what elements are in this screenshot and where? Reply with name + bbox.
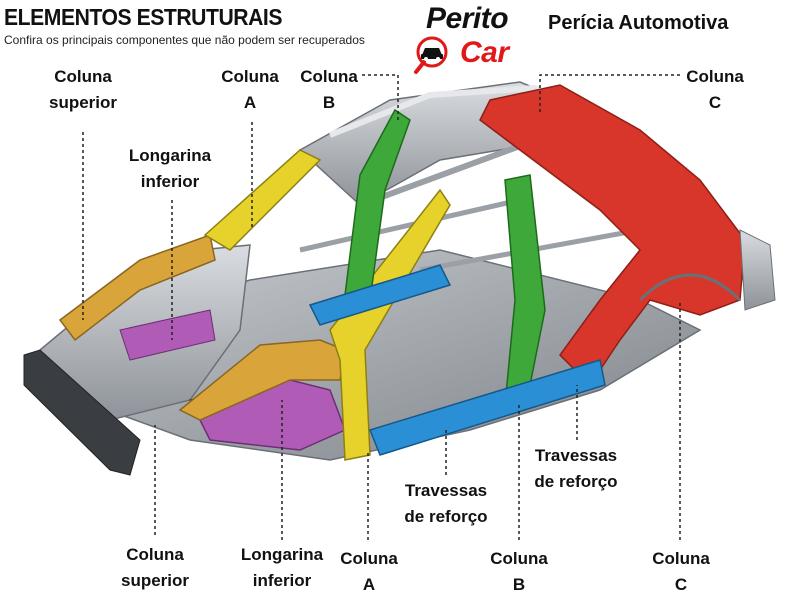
coluna-superior-back (58, 234, 216, 342)
label-line1: Coluna (686, 67, 744, 86)
label-line1: Coluna (340, 549, 398, 568)
page-subtitle: Confira os principais componentes que nã… (4, 33, 365, 47)
label-line2: B (322, 93, 336, 112)
label-top-coluna-superior: Coluna superior (46, 64, 120, 116)
label-line1: Coluna (54, 67, 112, 86)
label-line1: Coluna (490, 549, 548, 568)
label-bottom-coluna-superior: Coluna superior (118, 542, 192, 594)
label-line1: Travessas (534, 446, 618, 465)
label-line2: B (512, 575, 526, 594)
front-bumper-beam (23, 349, 141, 476)
leader-top-coluna-c (539, 74, 680, 115)
travessa-sill-right (369, 359, 606, 456)
label-travessas-right: Travessas de reforço (530, 443, 622, 495)
label-bottom-coluna-b: Coluna B (488, 546, 550, 598)
label-line2: superior (120, 571, 190, 590)
label-bottom-longarina-inferior: Longarina inferior (238, 542, 326, 594)
label-line1: Longarina (240, 545, 324, 564)
label-line1: Travessas (404, 481, 488, 500)
brand-tagline: Perícia Automotiva (548, 12, 729, 34)
label-line2: superior (48, 93, 118, 112)
label-top-longarina-inferior: Longarina inferior (128, 143, 212, 195)
label-top-coluna-a: Coluna A (220, 64, 280, 116)
label-line2: C (674, 575, 688, 594)
rear-panel (739, 229, 776, 311)
longarina-inferior-back (119, 309, 216, 361)
label-line1: Coluna (652, 549, 710, 568)
label-bottom-coluna-a: Coluna A (338, 546, 400, 598)
label-line2: C (708, 93, 722, 112)
label-top-coluna-c: Coluna C (684, 64, 746, 116)
label-line2: inferior (140, 172, 200, 191)
label-line2: A (243, 93, 257, 112)
label-line1: Coluna (300, 67, 358, 86)
coluna-a-right (329, 188, 451, 461)
label-line1: Coluna (221, 67, 279, 86)
label-line2: inferior (252, 571, 312, 590)
page-title: ELEMENTOS ESTRUTURAIS (4, 4, 282, 30)
travessa-sill-left-back (308, 264, 452, 326)
brand-name-bottom: Car (460, 36, 509, 69)
label-line2: A (362, 575, 376, 594)
label-line1: Coluna (126, 545, 184, 564)
brand-name-top: Perito (426, 2, 509, 35)
label-line2: de reforço (534, 472, 618, 491)
coluna-c-structure (479, 84, 746, 387)
car-magnifier-icon (414, 36, 448, 74)
leader-top-coluna-b (362, 74, 399, 120)
rear-wheel-arch (638, 273, 742, 302)
label-line1: Longarina (128, 146, 212, 165)
coluna-a-left (203, 149, 322, 251)
label-top-coluna-b: Coluna B (298, 64, 360, 116)
label-bottom-coluna-c: Coluna C (650, 546, 712, 598)
brand-logo: Perito Car (410, 2, 520, 74)
label-line2: de reforço (404, 507, 488, 526)
label-travessas-left: Travessas de reforço (400, 478, 492, 530)
